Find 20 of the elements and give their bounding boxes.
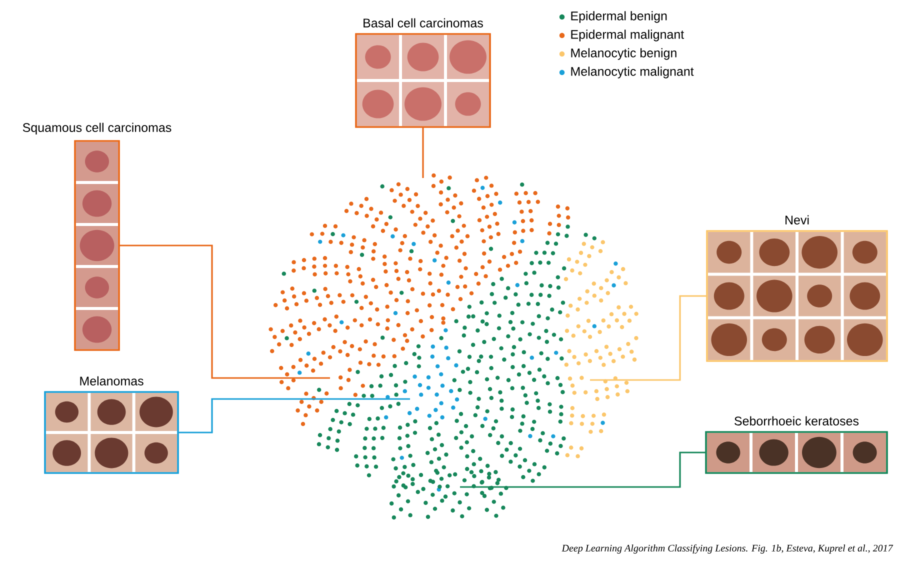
- node-label: Basal cell carcinomas: [364, 18, 483, 28]
- image-panel: Seborrhoeic keratoses: [705, 416, 888, 474]
- image-panel: Nevi: [706, 215, 888, 362]
- leader-line: [590, 295, 707, 381]
- image-panel: Basal cell carcinomas: [355, 18, 491, 128]
- image-panel: Squamous cell carcinomas: [22, 122, 172, 351]
- legend-item: Melanocytic benign: [559, 48, 676, 60]
- legend-item: Melanocytic malignant: [559, 66, 694, 78]
- caption: Deep Learning Algorithm Classifying Lesions. Fig. 1b, Esteva, Kuprel et al., 2017: [562, 544, 894, 554]
- node-label: Squamous cell carcinomas: [22, 122, 172, 134]
- node-label: Melanomas: [80, 376, 144, 386]
- image-panel: Melanomas: [44, 376, 179, 474]
- node-label: Nevi: [786, 215, 809, 224]
- leader-line: [119, 244, 330, 379]
- leader-line: [178, 398, 410, 434]
- leader-line: [460, 452, 706, 488]
- legend-item: Epidermal malignant: [559, 30, 684, 42]
- node-label: Seborrhoeic keratoses: [734, 416, 859, 426]
- leader-line: [422, 127, 424, 178]
- legend-item: Epidermal benign: [559, 11, 667, 23]
